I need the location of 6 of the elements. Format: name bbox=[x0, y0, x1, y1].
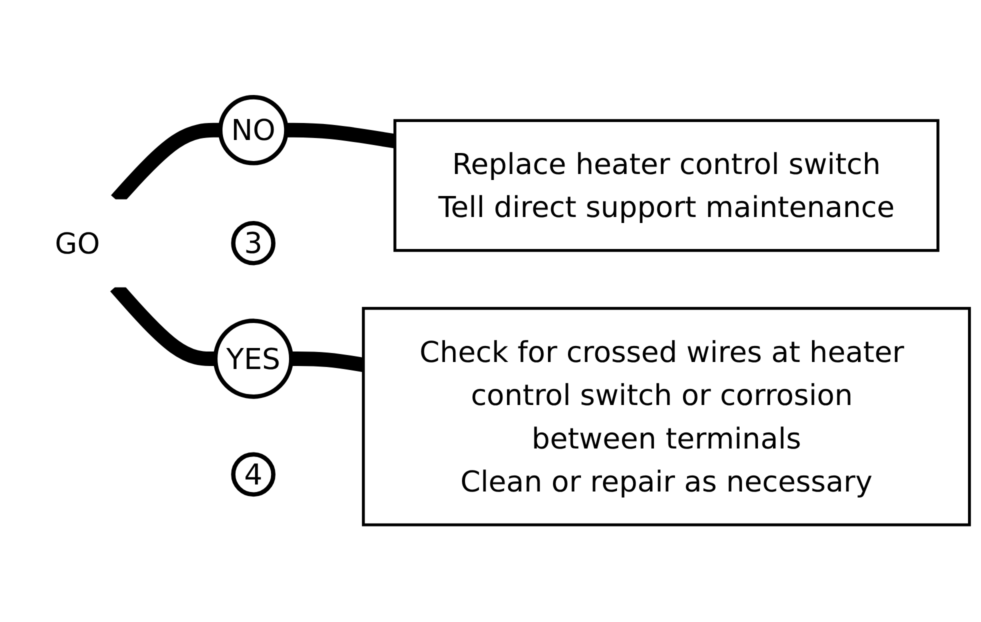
node-circle bbox=[231, 452, 276, 497]
node-circle bbox=[213, 318, 294, 399]
node-box bbox=[393, 119, 940, 252]
node-circle bbox=[218, 95, 288, 166]
node-box bbox=[362, 306, 971, 526]
node-circle bbox=[231, 220, 276, 266]
